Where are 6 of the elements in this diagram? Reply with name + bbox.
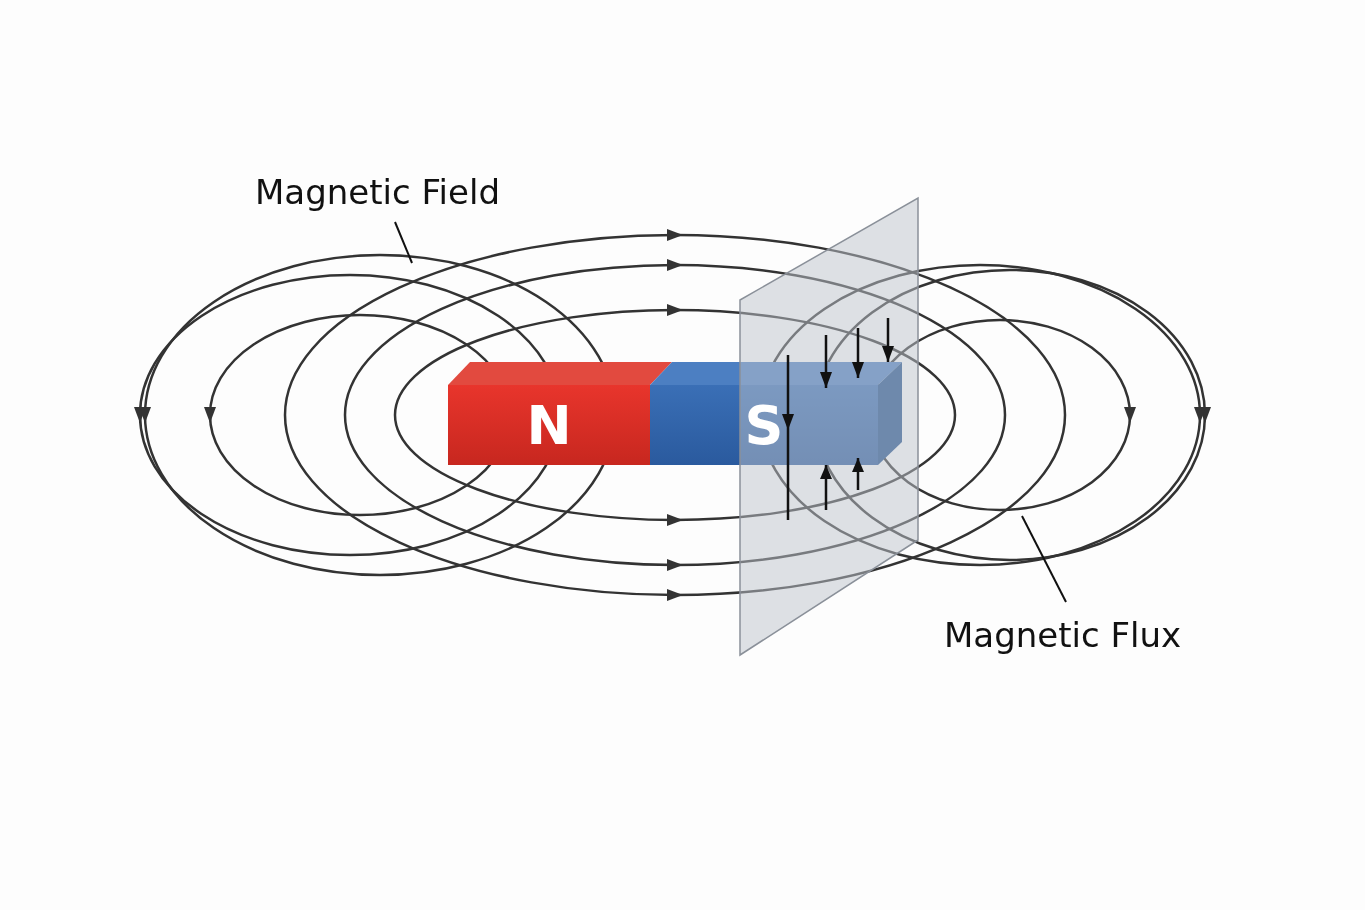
leader-line <box>394 221 413 264</box>
magnet-pole: N <box>448 385 650 465</box>
magnet-pole: S <box>650 385 878 465</box>
callout-label: Magnetic Field <box>255 172 500 212</box>
leader-line <box>1021 515 1067 603</box>
callout-label: Magnetic Flux <box>944 615 1182 655</box>
